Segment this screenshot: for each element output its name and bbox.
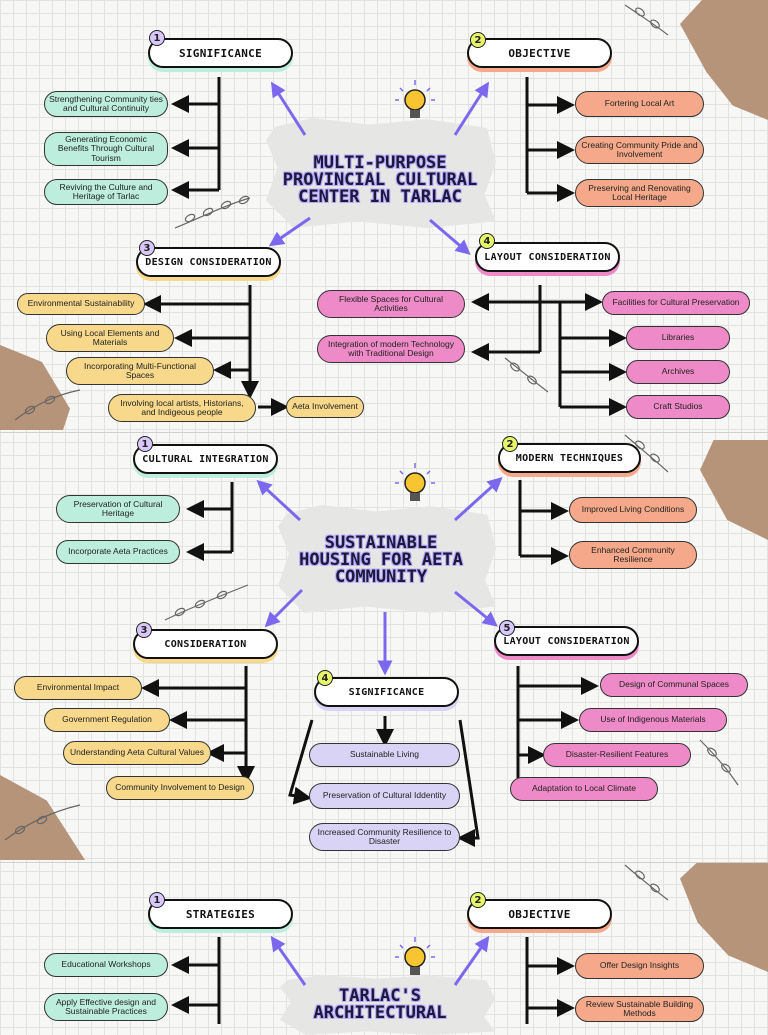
list-item: Environmental Sustainability [17, 293, 145, 315]
branch-header-layout-consideration: LAYOUT CONSIDERATION [475, 242, 620, 272]
list-item: Creating Community Pride and Involvement [575, 136, 704, 164]
step-number-badge: 1 [137, 436, 153, 452]
list-item: Use of Indigenous Materials [579, 708, 727, 732]
step-number-badge: 2 [470, 32, 486, 48]
list-item: Fortering Local Art [575, 91, 704, 117]
list-item: Enhanced Community Resilience [569, 541, 697, 569]
list-item: Educational Workshops [44, 953, 168, 977]
list-item: Design of Communal Spaces [600, 673, 748, 697]
central-topic: SUSTAINABLE HOUSING FOR AETA COMMUNITY [299, 532, 463, 587]
lightbulb-icon [395, 463, 435, 501]
list-item: Improved Living Conditions [569, 497, 697, 523]
list-item: Using Local Elements and Materials [46, 324, 174, 352]
list-item: Community Involvement to Design [106, 776, 254, 800]
branch-header-modern-techniques: MODERN TECHNIQUES [498, 443, 641, 473]
branch-header-strategies: STRATEGIES [148, 899, 293, 929]
branch-header-cultural-integration: CULTURAL INTEGRATION [133, 444, 278, 474]
step-number-badge: 3 [136, 622, 152, 638]
step-number-badge: 5 [499, 620, 515, 636]
list-item: Facilities for Cultural Preservation [602, 291, 750, 315]
central-topic: MULTI-PURPOSE PROVINCIAL CULTURAL CENTER… [282, 152, 478, 207]
list-item: Apply Effective design and Sustainable P… [44, 993, 168, 1021]
torn-paper-background [266, 118, 496, 228]
step-number-badge: 1 [149, 892, 165, 908]
list-item: Environmental Impact [14, 676, 142, 700]
branch-header-significance: SIGNIFICANCE [314, 677, 459, 707]
list-item: Strengthening Community ties and Cultura… [44, 91, 168, 117]
kraft-paper-decoration [0, 345, 70, 430]
step-number-badge: 2 [502, 436, 518, 452]
kraft-paper-decoration [700, 440, 768, 540]
list-item: Preservation of Cultural Iddentity [309, 783, 460, 809]
step-number-badge: 2 [470, 892, 486, 908]
list-item: Craft Studios [626, 395, 730, 419]
list-item: Review Sustainable Building Methods [575, 996, 704, 1022]
list-item: Generating Economic Benefits Through Cul… [44, 132, 168, 166]
branch-header-consideration: CONSIDERATION [133, 629, 278, 659]
list-item: Increased Community Resilience to Disast… [309, 823, 460, 851]
list-item: Aeta Involvement [286, 396, 364, 418]
list-item: Libraries [626, 326, 730, 350]
list-item: Involving local artists, Historians, and… [108, 394, 256, 422]
branch-header-layout-consideration: LAYOUT CONSIDERATION [494, 626, 639, 656]
list-item: Sustainable Living [309, 743, 460, 767]
list-item: Archives [626, 360, 730, 384]
list-item: Disaster-Resilient Features [543, 743, 691, 767]
list-item: Integration of modern Technology with Tr… [317, 335, 465, 363]
list-item: Flexible Spaces for Cultural Activities [317, 290, 465, 318]
step-number-badge: 4 [479, 233, 495, 249]
list-item: Offer Design Insights [575, 953, 704, 979]
list-item: Incorporate Aeta Practices [56, 540, 180, 564]
step-number-badge: 4 [317, 670, 333, 686]
kraft-paper-decoration [0, 775, 85, 860]
central-topic: TARLAC'S ARCHITECTURAL [313, 986, 447, 1023]
branch-header-objective: OBJECTIVE [467, 38, 612, 68]
step-number-badge: 3 [139, 240, 155, 256]
lightbulb-icon [395, 80, 435, 118]
list-item: Understanding Aeta Cultural Values [63, 741, 211, 765]
list-item: Reviving the Culture and Heritage of Tar… [44, 179, 168, 205]
list-item: Preserving and Renovating Local Heritage [575, 179, 704, 207]
branch-header-objective: OBJECTIVE [467, 899, 612, 929]
list-item: Incorporating Multi-Functional Spaces [66, 357, 214, 385]
branch-header-design-consideration: DESIGN CONSIDERATION [136, 247, 281, 277]
list-item: Government Regulation [44, 708, 170, 732]
list-item: Preservation of Cultural Heritage [56, 495, 180, 523]
lightbulb-icon [395, 937, 435, 975]
branch-header-significance: SIGNIFICANCE [148, 38, 293, 68]
list-item: Adaptation to Local Climate [510, 777, 658, 801]
step-number-badge: 1 [149, 30, 165, 46]
